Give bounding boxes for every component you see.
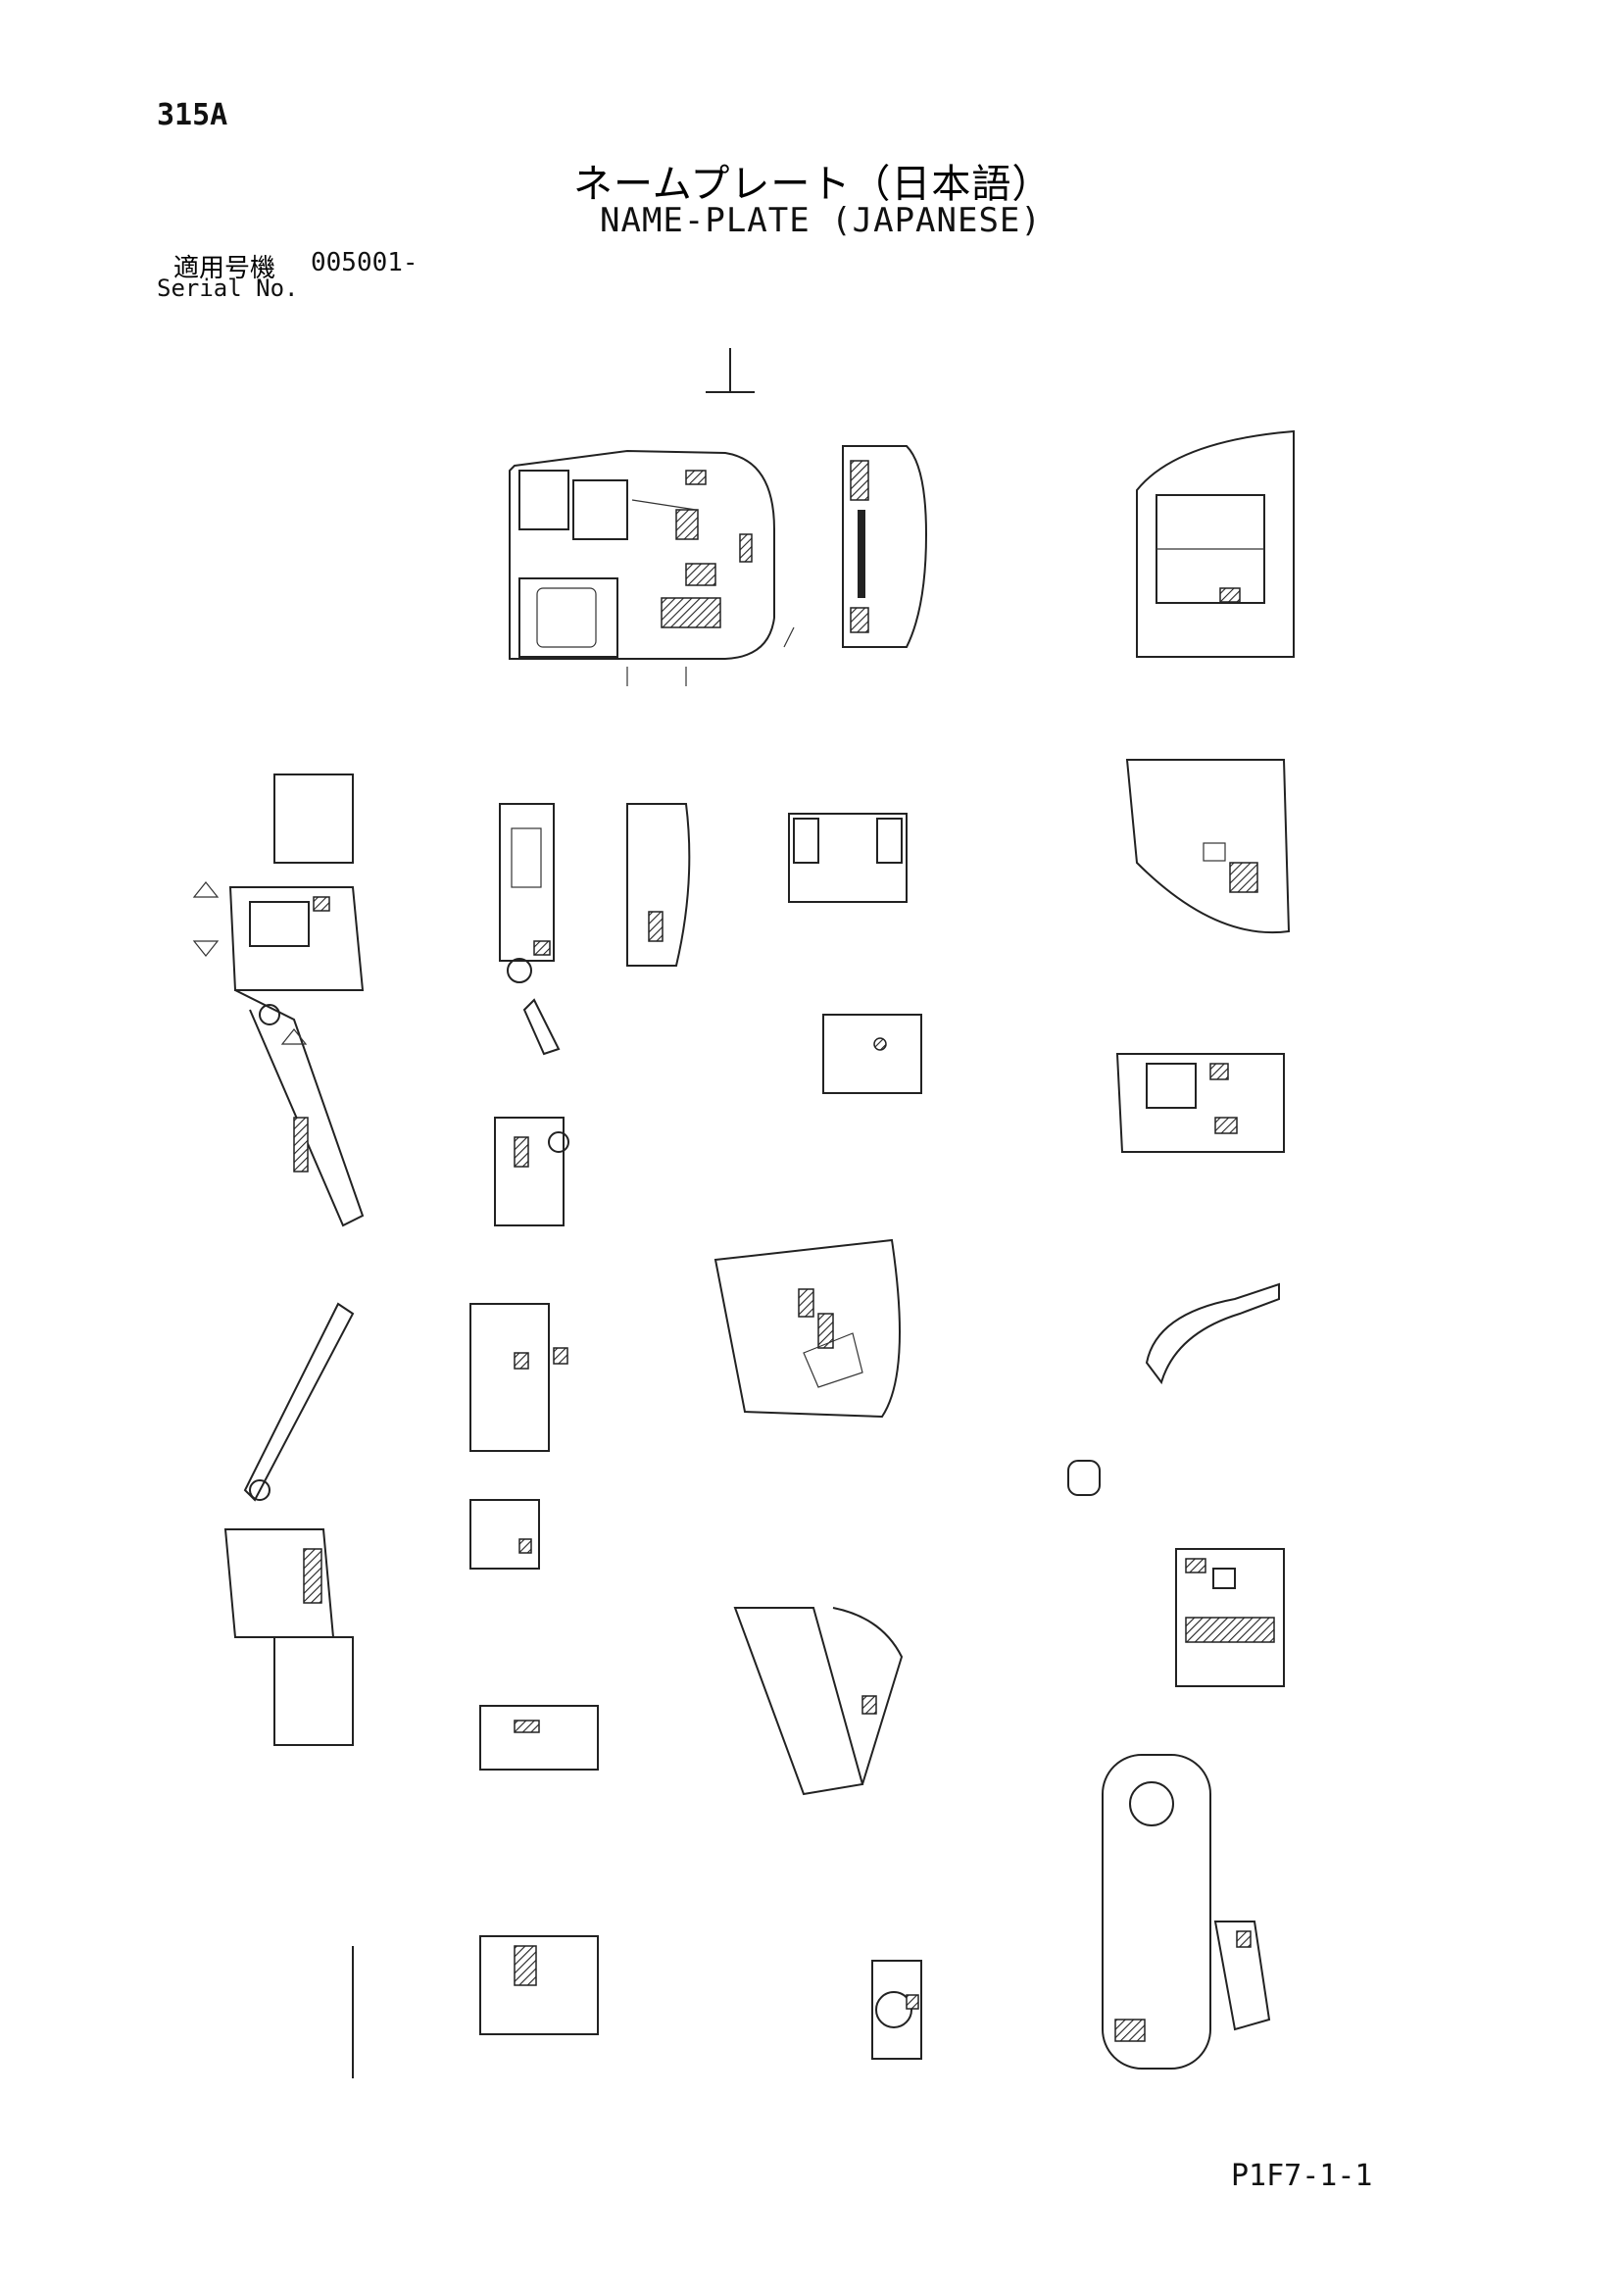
counterweight-view (842, 445, 928, 648)
cover-views (1067, 759, 1291, 1687)
page-code: P1F7-1-1 (1231, 2159, 1373, 2193)
machine-side-view-lower (223, 1302, 355, 1746)
bottom-views (352, 1705, 1271, 2078)
serial-label-english: Serial No. (157, 275, 299, 302)
console-views (494, 803, 922, 1226)
upper-structure-top-view (509, 348, 795, 686)
cab-door-view (1136, 429, 1295, 658)
cab-interior-arm-views (469, 1238, 904, 1796)
serial-code: 005001- (311, 248, 418, 277)
model-number: 315A (157, 98, 228, 132)
serial-label-japanese: 適用号機 (173, 254, 276, 283)
machine-side-view-upper (192, 774, 365, 1227)
title-english: NAME-PLATE (JAPANESE) (600, 201, 1042, 240)
title-japanese: ネームプレート（日本語） (573, 162, 1053, 207)
